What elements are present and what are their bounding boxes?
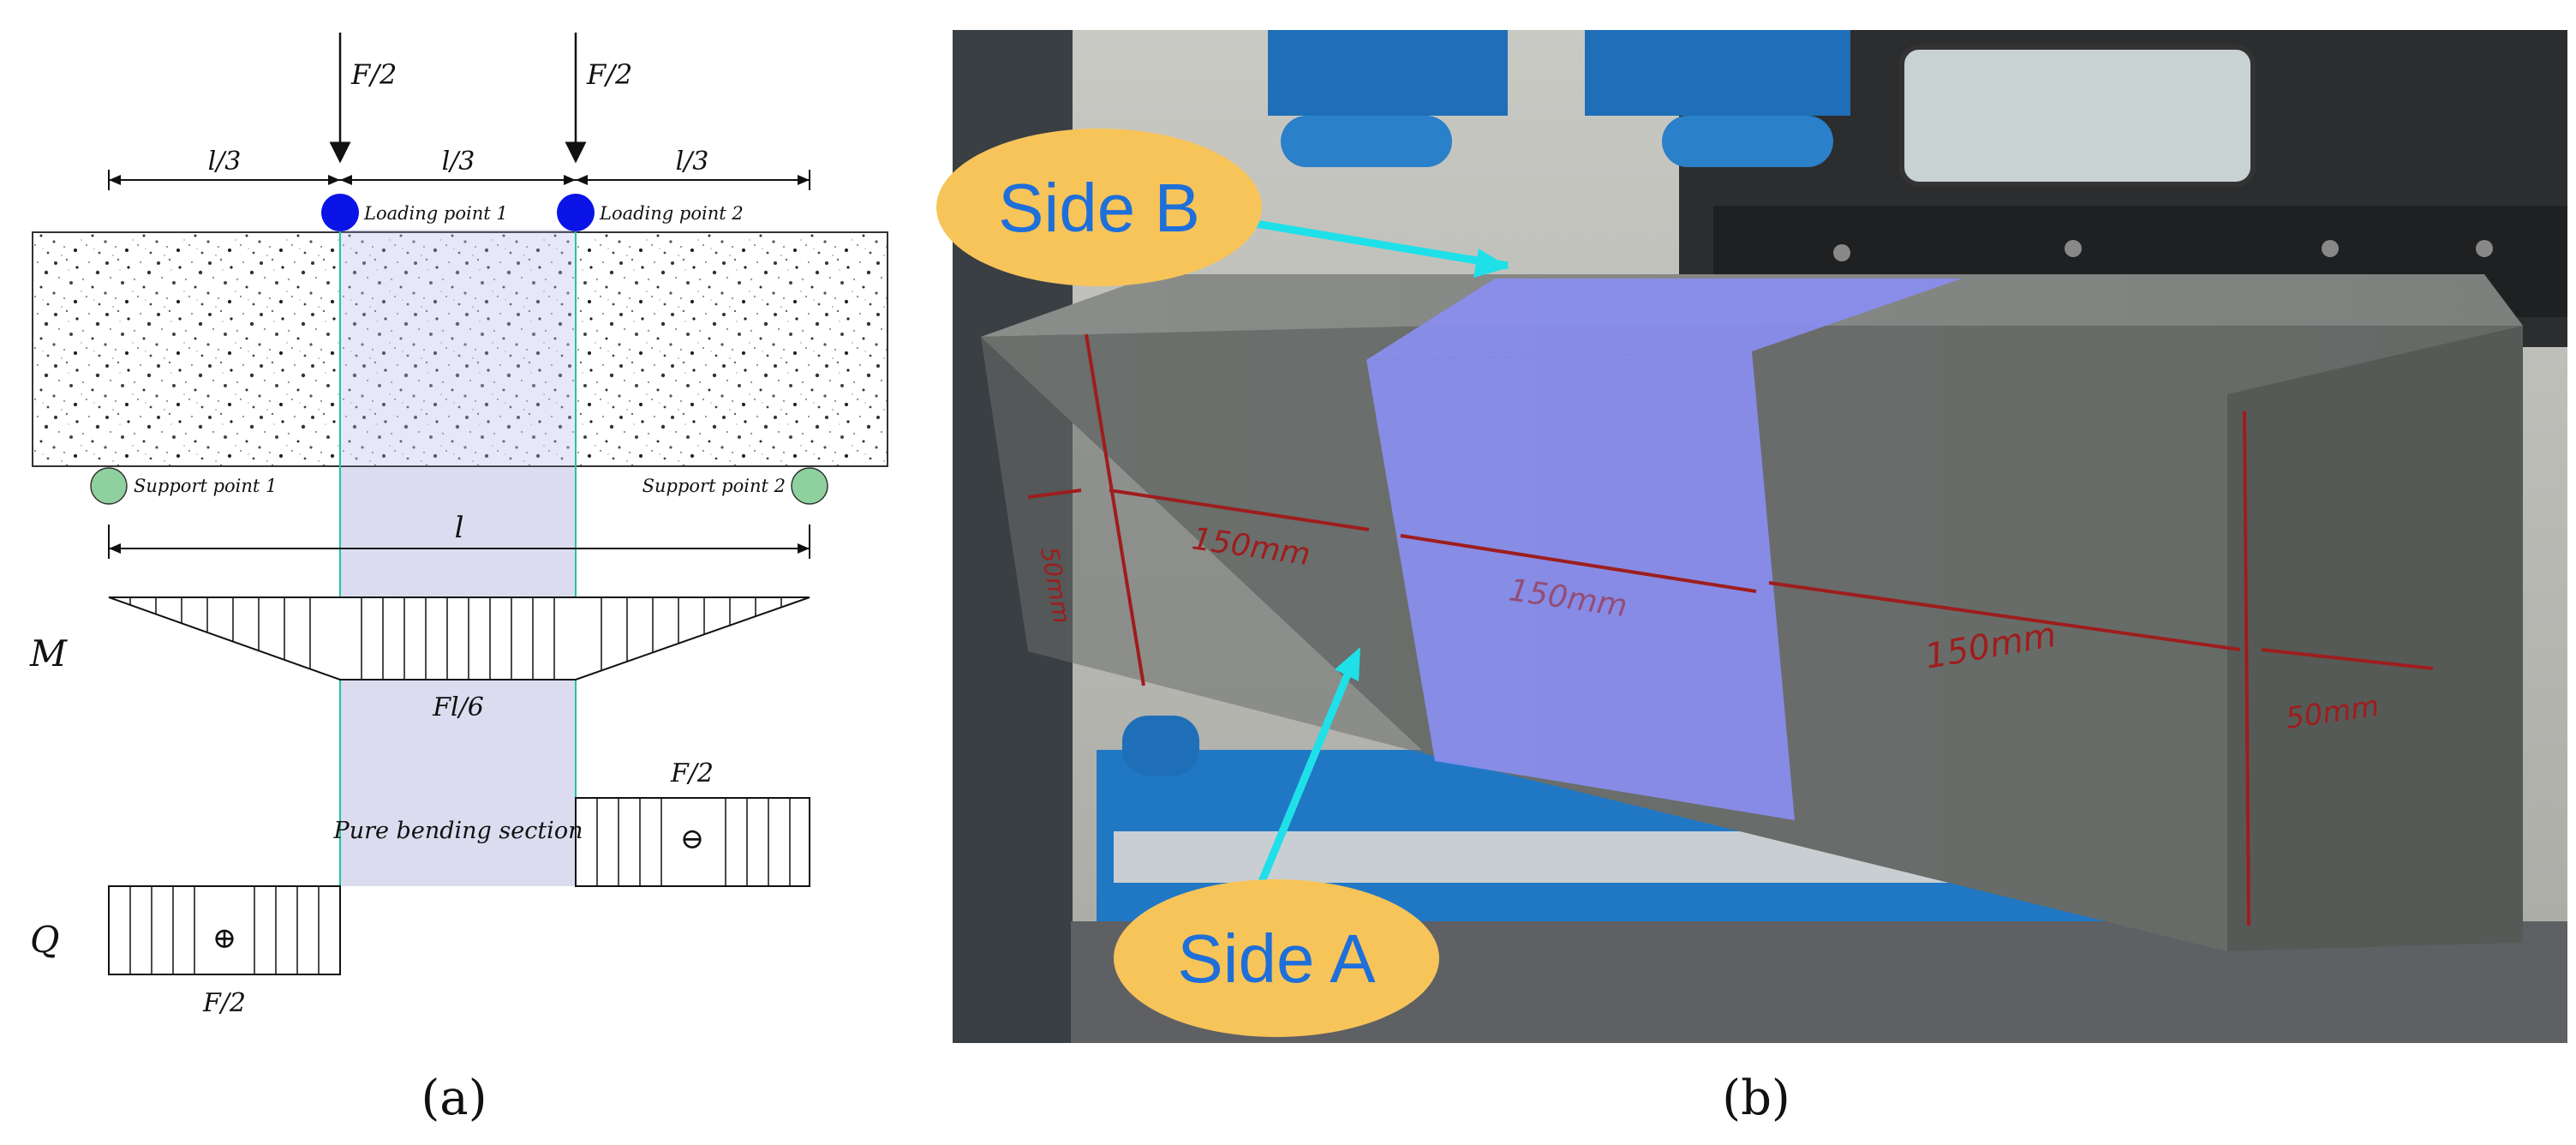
caption-b: (b) xyxy=(1722,1070,1790,1126)
shear-top-value: F/2 xyxy=(670,758,714,788)
machine-window xyxy=(1899,45,2256,187)
moment-hatch xyxy=(129,597,782,680)
concrete-beam xyxy=(32,231,888,467)
shear-positive-block xyxy=(108,885,341,975)
loading-point-2-marker xyxy=(557,194,595,231)
caption-a: (a) xyxy=(421,1070,487,1126)
dim-arrow-a1 xyxy=(328,175,340,185)
specimen-end-face xyxy=(2227,326,2523,951)
shear-negative-sign: ⊖ xyxy=(680,822,705,856)
panel-a-diagram: F/2 F/2 l/3 l/3 l/3 Loading point 1 Load… xyxy=(29,33,888,1126)
loading-head-left xyxy=(1268,30,1508,116)
dim-arrow-left xyxy=(109,175,121,185)
span-third-2: l/3 xyxy=(442,147,475,177)
dim-span-arrow-right xyxy=(798,543,810,554)
dim-arrow-a2 xyxy=(340,175,352,185)
side-b-bubble xyxy=(936,129,1262,286)
bolt-2 xyxy=(2065,240,2082,257)
moment-value: Fl/6 xyxy=(432,692,484,722)
roller-left xyxy=(1281,116,1452,167)
side-a-arrow xyxy=(1246,658,1358,910)
moment-symbol: M xyxy=(29,632,68,674)
shear-negative-hatch xyxy=(596,798,791,886)
side-a-bubble xyxy=(1114,879,1439,1037)
side-a-arrowhead xyxy=(1335,647,1360,681)
dim-span-arrow-left xyxy=(109,543,121,554)
side-a-label: Side A xyxy=(1177,920,1376,997)
shear-positive-hatch xyxy=(129,886,320,974)
dim-arrow-b2 xyxy=(576,175,588,185)
support-point-2-label: Support point 2 xyxy=(643,476,786,496)
loading-point-2-label: Loading point 2 xyxy=(599,203,744,224)
span-total-label: l xyxy=(455,511,464,545)
bolt-4 xyxy=(2476,240,2493,257)
support-roller-left xyxy=(1122,716,1199,776)
span-third-3: l/3 xyxy=(676,147,709,177)
shear-symbol: Q xyxy=(30,919,59,961)
dim-arrow-b1 xyxy=(564,175,576,185)
side-b-arrow xyxy=(1250,219,1509,270)
support-point-1-marker xyxy=(90,467,128,505)
bolt-3 xyxy=(2322,240,2339,257)
highlight-side-b xyxy=(1366,279,1962,360)
pure-bending-label: Pure bending section xyxy=(333,818,583,844)
load-label-right: F/2 xyxy=(586,58,632,91)
side-b-label: Side B xyxy=(998,170,1200,246)
bolt-1 xyxy=(1833,244,1850,261)
shear-positive-sign: ⊕ xyxy=(212,921,237,956)
shear-negative-block xyxy=(575,797,810,887)
shear-bottom-value: F/2 xyxy=(202,988,246,1018)
side-b-arrowhead xyxy=(1473,249,1509,278)
pen-marks xyxy=(1027,333,2434,926)
panel-b-photo: 50mm 150mm 150mm 150mm 50mm Side B Side … xyxy=(936,30,2567,1126)
dim-arrow-right xyxy=(798,175,810,185)
span-third-1: l/3 xyxy=(208,147,242,177)
beam-middle-tint xyxy=(340,232,576,466)
support-point-1-label: Support point 1 xyxy=(134,476,277,496)
loading-point-1-marker xyxy=(321,194,359,231)
loading-head-right xyxy=(1585,30,1850,116)
roller-right xyxy=(1662,116,1833,167)
highlight-side-a xyxy=(1366,351,1795,820)
support-point-2-marker xyxy=(791,467,828,505)
loading-point-1-label: Loading point 1 xyxy=(363,203,508,224)
load-label-left: F/2 xyxy=(350,58,397,91)
